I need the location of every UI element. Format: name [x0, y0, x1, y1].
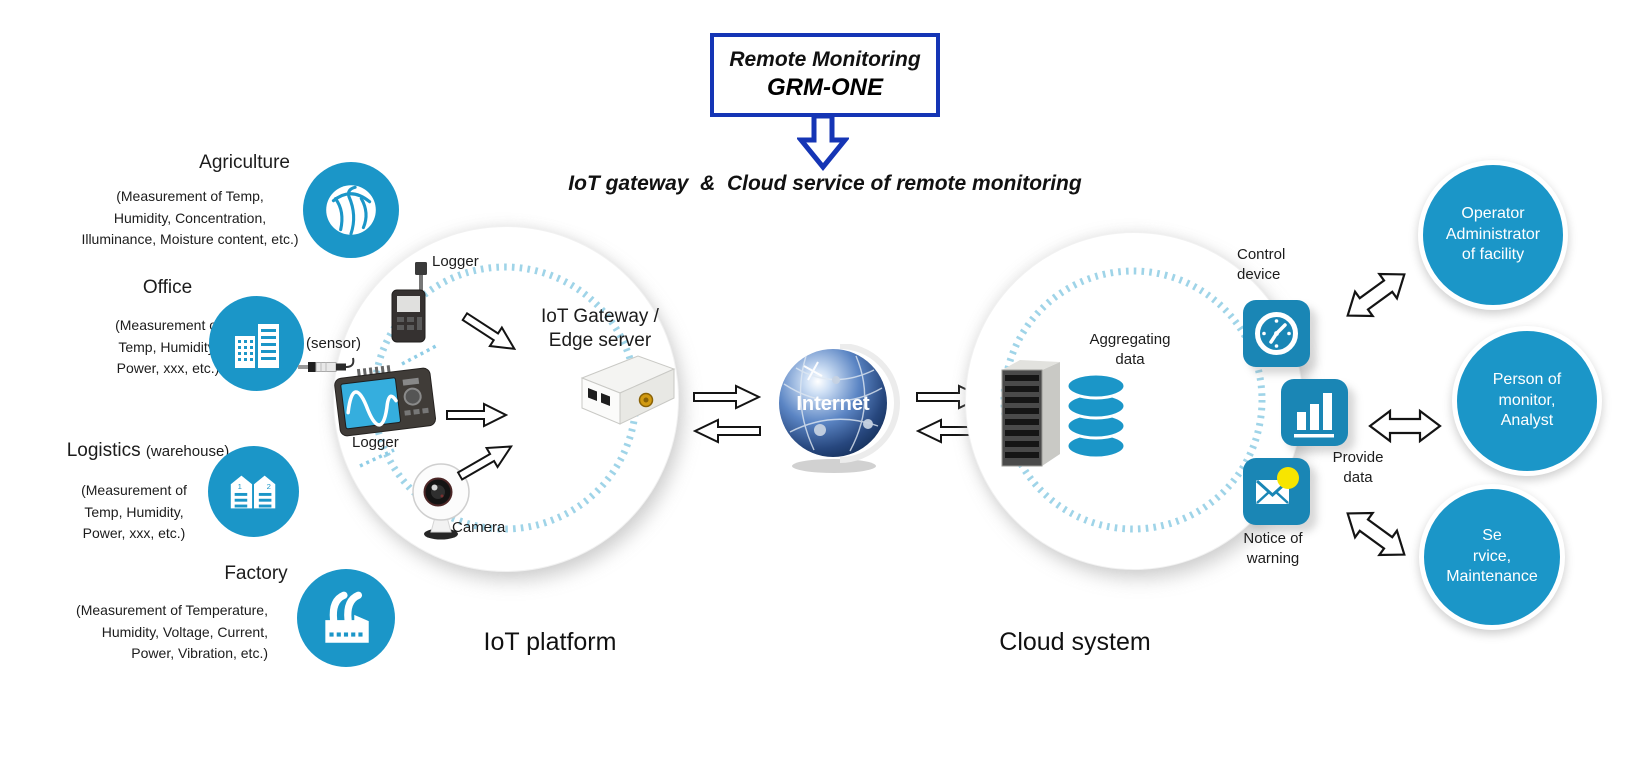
logger-device-icon	[391, 262, 427, 343]
bar-chart-icon	[1294, 393, 1334, 438]
source-title-logistics: Logistics (warehouse)	[20, 440, 276, 462]
internet-globe-icon: Internet	[779, 344, 900, 473]
gateway-device-icon	[580, 355, 676, 425]
flow-arrow-icon	[461, 311, 517, 351]
downlink-arrow-icon	[693, 418, 761, 444]
control-device-label: Control device	[1237, 246, 1286, 283]
warehouse-unit1-label: 1	[237, 482, 241, 491]
subtitle: IoT gateway & Cloud service of remote mo…	[568, 172, 1082, 195]
aggregating-data-label: Aggregating data	[1089, 331, 1171, 368]
mail-alert-icon	[1255, 467, 1299, 504]
uplink-arrow-icon	[693, 384, 761, 410]
cloud-system-caption: Cloud system	[999, 628, 1151, 656]
cabbage-icon	[326, 185, 376, 236]
camera-icon	[412, 463, 470, 540]
stakeholder-service: Se rvice, Maintenance	[1419, 484, 1565, 630]
source-desc-agriculture: (Measurement of Temp, Humidity, Concentr…	[81, 188, 299, 247]
warehouse-unit2-label: 2	[266, 482, 270, 491]
factory-badge	[297, 569, 395, 667]
logistics-badge: 1 2	[208, 446, 299, 537]
source-desc-factory: (Measurement of Temperature, Humidity, V…	[76, 602, 268, 661]
logistics-title-suffix: (warehouse)	[145, 443, 230, 460]
title-line2: GRM-ONE	[767, 74, 883, 101]
server-tower-icon	[1001, 360, 1060, 467]
agriculture-badge	[303, 162, 399, 258]
stakeholder-analyst: Person of monitor, Analyst	[1452, 326, 1602, 476]
stakeholder-operator: Operator Administrator of facility	[1418, 160, 1568, 310]
internet-label: Internet	[796, 393, 870, 415]
flow-arrow-icon	[456, 445, 514, 481]
sensor-label: (sensor)	[306, 335, 362, 352]
data-logger-icon	[334, 365, 436, 437]
office-buildings-icon	[234, 323, 279, 368]
notice-warning-label: Notice of warning	[1243, 530, 1303, 567]
source-desc-logistics: (Measurement of Temp, Humidity, Power, x…	[81, 482, 187, 541]
logistics-title-text: Logistics	[66, 440, 141, 461]
source-title-factory: Factory	[224, 563, 288, 584]
control-device-badge	[1243, 300, 1310, 367]
notice-warning-badge	[1243, 458, 1310, 525]
down-arrow-icon	[797, 113, 849, 171]
bidirectional-arrow-icon	[1346, 511, 1406, 557]
source-desc-office: (Measurement of Temp, Humidity, Power, x…	[115, 317, 221, 376]
gateway-label: IoT Gateway / Edge server	[541, 306, 659, 351]
title-box: Remote Monitoring GRM-ONE	[710, 33, 940, 117]
clock-icon	[1255, 312, 1298, 355]
source-title-office: Office	[142, 277, 193, 298]
database-icon	[1065, 372, 1127, 460]
provide-data-label: Provide data	[1332, 449, 1384, 486]
source-title-agriculture: Agriculture	[199, 152, 290, 173]
provide-data-badge	[1281, 379, 1348, 446]
cloud-dashed-ring	[1000, 267, 1266, 533]
title-line1: Remote Monitoring	[729, 48, 921, 71]
bidirectional-arrow-icon	[1346, 272, 1406, 318]
flow-arrow-icon	[446, 402, 508, 428]
sensor-probe-icon	[298, 357, 355, 372]
warehouse-icon: 1 2	[230, 475, 275, 508]
office-badge	[209, 296, 304, 391]
factory-icon	[325, 591, 369, 643]
iot-platform-caption: IoT platform	[483, 628, 617, 656]
camera-label: Camera	[452, 519, 506, 536]
bidirectional-arrow-icon	[1368, 408, 1442, 444]
logger-top-label: Logger	[432, 253, 479, 270]
logger-mid-label: Logger	[352, 434, 399, 451]
